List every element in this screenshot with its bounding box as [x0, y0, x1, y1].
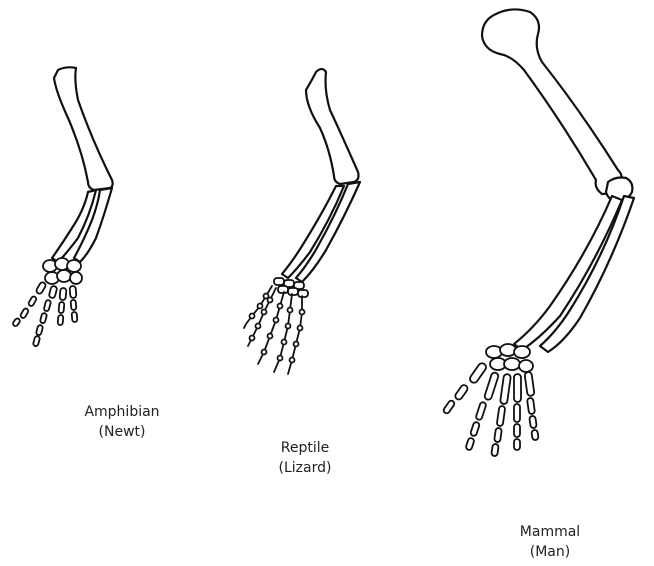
mammal-carpals: [486, 344, 533, 372]
mammal-humerus: [482, 9, 622, 194]
mammal-caption: Mammal (Man): [480, 522, 620, 562]
mammal-forelimb-skeleton: [443, 9, 634, 456]
reptile-species: (Lizard): [235, 458, 375, 478]
reptile-digits: [244, 286, 305, 374]
amphibian-species: (Newt): [52, 422, 192, 442]
reptile-ulna: [296, 182, 360, 282]
reptile-label: Reptile: [235, 438, 375, 458]
amphibian-label: Amphibian: [52, 402, 192, 422]
reptile-humerus: [306, 69, 359, 184]
reptile-forelimb-skeleton: [244, 69, 360, 374]
amphibian-humerus: [54, 67, 113, 190]
amphibian-digits: [12, 281, 77, 346]
mammal-species: (Man): [480, 542, 620, 562]
amphibian-caption: Amphibian (Newt): [52, 402, 192, 442]
reptile-caption: Reptile (Lizard): [235, 438, 375, 478]
mammal-label: Mammal: [480, 522, 620, 542]
mammal-digits: [443, 362, 539, 457]
amphibian-forelimb-skeleton: [12, 67, 113, 346]
amphibian-carpals: [43, 258, 82, 284]
